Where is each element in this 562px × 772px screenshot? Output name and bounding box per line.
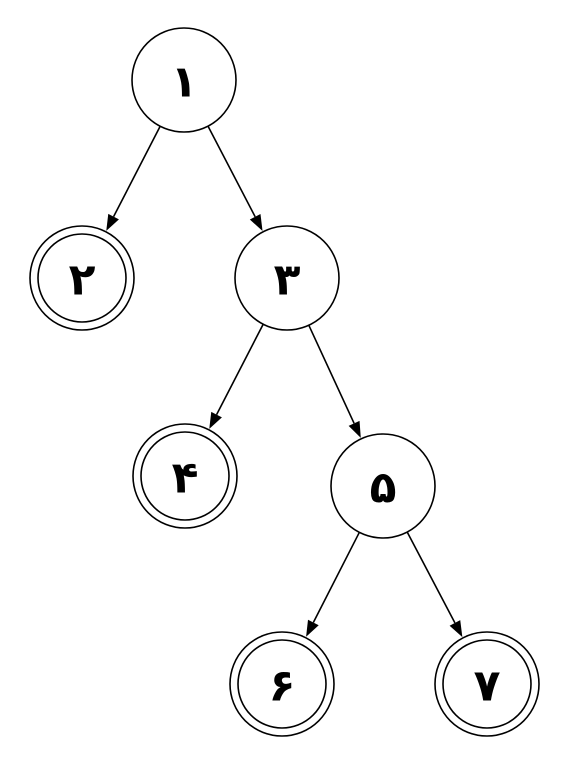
- nodes-layer: ١ ٢ ٣ ۴ ۵ ۶ ٧: [29, 27, 540, 737]
- edge-3-4: [209, 323, 264, 429]
- node-circle: [330, 433, 436, 539]
- edge-5-6: [306, 531, 361, 637]
- node-label: ٣: [274, 255, 301, 306]
- node-1: ١: [131, 27, 237, 133]
- edge-line: [112, 125, 161, 218]
- edge-5-7: [406, 531, 463, 638]
- node-2: ٢: [29, 225, 135, 331]
- edges-layer: [106, 125, 463, 638]
- node-inner-ring: [37, 233, 127, 323]
- node-3: ٣: [234, 225, 340, 331]
- node-5: ۵: [330, 433, 436, 539]
- node-circle: [234, 225, 340, 331]
- arrow-head-icon: [306, 619, 319, 637]
- node-label: ۴: [172, 453, 199, 504]
- edge-line: [215, 323, 264, 416]
- node-label: ۶: [269, 661, 296, 712]
- node-4: ۴: [132, 423, 238, 529]
- arrow-head-icon: [348, 420, 361, 438]
- node-inner-ring: [237, 639, 327, 729]
- edge-line: [207, 125, 256, 218]
- edge-1-2: [106, 125, 161, 231]
- node-label: ١: [171, 57, 198, 108]
- node-6: ۶: [229, 631, 335, 737]
- edge-line: [312, 531, 361, 623]
- node-label: ٧: [474, 661, 501, 712]
- arrow-head-icon: [209, 411, 222, 429]
- edge-3-5: [308, 324, 361, 438]
- arrow-head-icon: [106, 213, 119, 231]
- node-7: ٧: [434, 631, 540, 737]
- arrow-head-icon: [249, 214, 263, 231]
- node-label: ٢: [69, 255, 96, 306]
- arrow-head-icon: [449, 620, 463, 638]
- node-inner-ring: [442, 639, 532, 729]
- edge-line: [308, 324, 355, 424]
- node-circle: [131, 27, 237, 133]
- node-inner-ring: [140, 431, 230, 521]
- edge-1-3: [207, 125, 263, 231]
- node-label: ۵: [370, 463, 397, 514]
- edge-line: [406, 531, 456, 624]
